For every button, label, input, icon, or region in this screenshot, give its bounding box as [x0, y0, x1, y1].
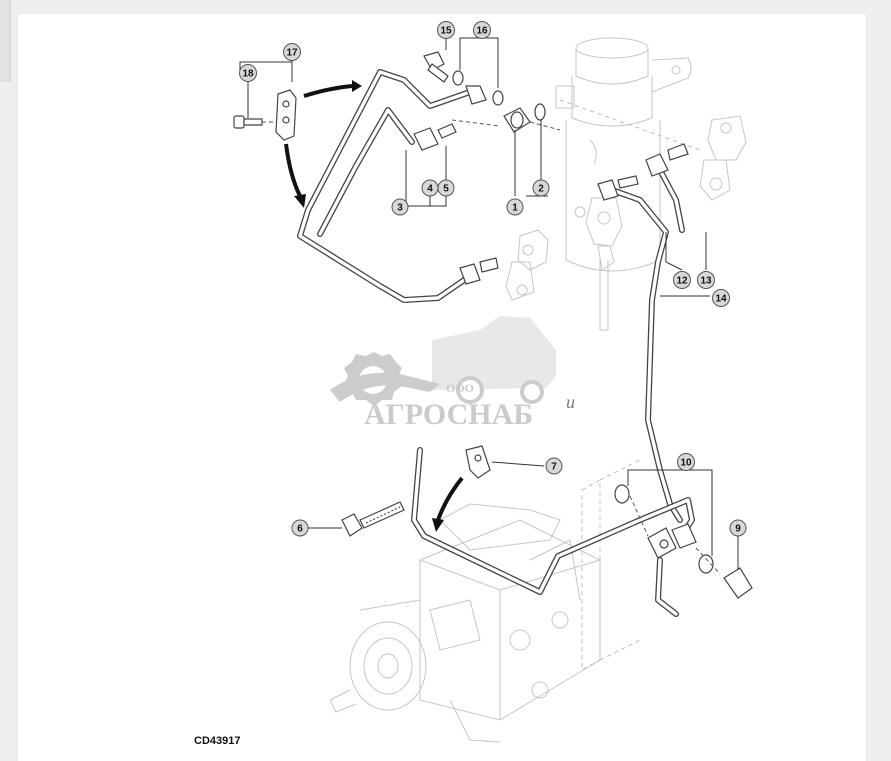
callout-6: 6: [291, 519, 309, 537]
svg-text:18: 18: [242, 69, 254, 80]
alignment-line-upper: [451, 119, 501, 127]
svg-text:4: 4: [427, 184, 433, 195]
fuel-return-line-lower: [411, 447, 695, 595]
washer-10a: [614, 484, 630, 504]
injector-faint-left: [505, 229, 549, 301]
watermark-prefix: ООО: [446, 381, 474, 395]
watermark-suffix-glyph: и: [566, 392, 575, 412]
svg-text:5: 5: [443, 184, 449, 195]
callout-2: 2: [532, 179, 550, 197]
line-nut-4: [413, 127, 439, 151]
callout-14: 14: [712, 289, 730, 307]
callout-7: 7: [545, 457, 563, 475]
callout-9: 9: [729, 519, 747, 537]
svg-text:6: 6: [297, 524, 303, 535]
svg-text:15: 15: [440, 26, 452, 37]
sealing-washer-16b: [492, 90, 504, 106]
banjo-fitting-17: [275, 89, 297, 141]
svg-text:2: 2: [538, 184, 544, 195]
clamp-7: [465, 445, 491, 479]
callout-4: 4: [421, 179, 439, 197]
callout-13: 13: [697, 271, 715, 289]
gear-icon: [330, 352, 440, 406]
line-nut-13: [645, 143, 689, 177]
alignment-line-washer: [629, 495, 649, 537]
banjo-bolt-15: [423, 51, 449, 83]
washer-10b: [698, 554, 714, 574]
callout-12: 12: [673, 271, 691, 289]
watermark-logo: ООО АГРОСНАБ и: [330, 316, 575, 431]
screw-18: [233, 115, 276, 129]
callout-5: 5: [437, 179, 455, 197]
arrow-17-to-line: [303, 80, 362, 98]
alignment-line-banjo: [695, 547, 721, 575]
svg-text:3: 3: [397, 203, 403, 214]
line-nut-injector-1: [459, 257, 499, 285]
svg-text:16: 16: [476, 26, 488, 37]
svg-text:1: 1: [512, 203, 518, 214]
union-fitting-1: [503, 107, 531, 133]
callout-17: 17: [283, 43, 301, 61]
callout-18: 18: [239, 64, 257, 82]
callout-10: 10: [677, 453, 695, 471]
callout-16: 16: [473, 21, 491, 39]
washer-2: [534, 103, 546, 121]
svg-text:14: 14: [715, 294, 727, 305]
sealing-washer-16a: [452, 70, 464, 86]
line-nut-12: [597, 175, 639, 201]
combine-harvester-icon: [432, 316, 556, 404]
watermark-company-name: АГРОСНАБ: [364, 398, 533, 431]
arrow-17-to-lower: [284, 143, 306, 208]
fuel-line-injector-4: [657, 167, 685, 233]
compression-ring-5: [437, 123, 457, 139]
svg-text:7: 7: [551, 462, 557, 473]
figure-reference-code: CD43917: [194, 735, 240, 747]
line-nut-top: [465, 85, 487, 105]
fuel-line-top-loop: [297, 69, 473, 303]
mounting-plate-dashed: [581, 459, 641, 671]
injection-pump: [329, 503, 601, 743]
arrow-7-to-clamp: [432, 476, 464, 532]
fuel-line-injector-3: [609, 187, 683, 523]
alignment-line-filter: [529, 121, 561, 131]
callout-3: 3: [391, 198, 409, 216]
callout-1: 1: [506, 198, 524, 216]
svg-text:12: 12: [676, 276, 688, 287]
return-line-elbow: [655, 557, 679, 617]
svg-text:9: 9: [735, 524, 741, 535]
injector-faint-middle: [574, 197, 623, 271]
fuel-line-second-loop: [317, 107, 415, 237]
sidebar-strip: [0, 0, 11, 82]
svg-text:13: 13: [700, 276, 712, 287]
svg-text:17: 17: [286, 48, 298, 59]
banjo-9: [723, 567, 753, 599]
bolt-6: [341, 501, 405, 537]
svg-text:10: 10: [680, 458, 692, 469]
callout-15: 15: [437, 21, 455, 39]
injector-faint-right: [699, 115, 747, 201]
banjo-union-lower: [647, 523, 697, 559]
